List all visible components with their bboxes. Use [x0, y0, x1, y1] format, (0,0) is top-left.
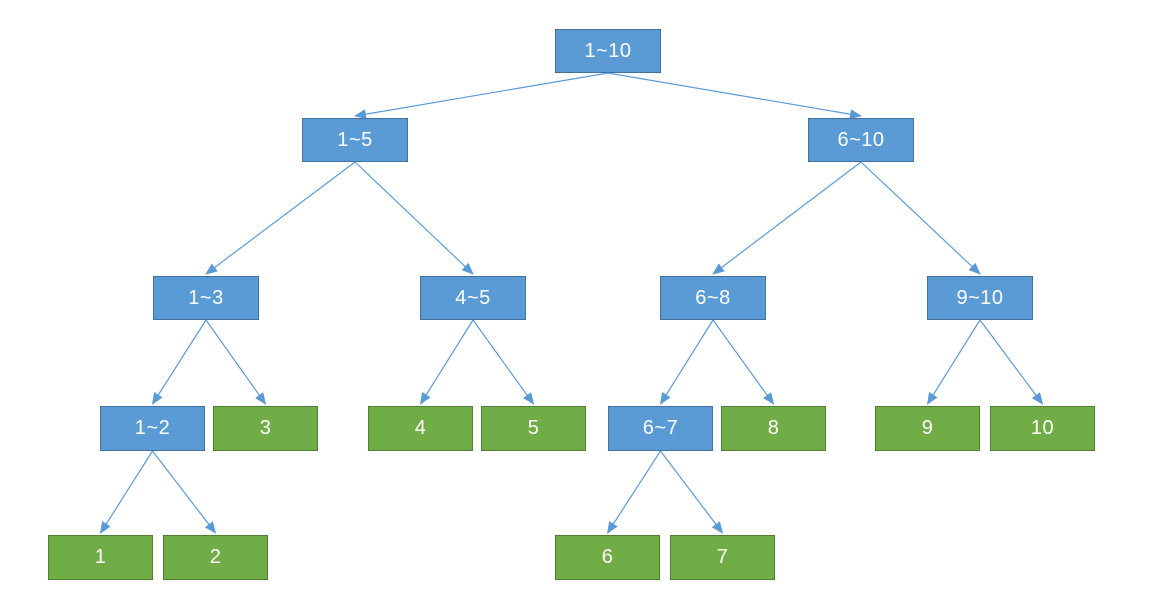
tree-node-label: 6: [601, 546, 614, 568]
tree-edge-n6-10-n9-10: [860, 161, 981, 275]
tree-node-label: 9: [921, 417, 934, 439]
tree-node-label: 4: [414, 417, 427, 439]
tree-node-n1: 1: [48, 535, 153, 580]
tree-node-n1-10: 1~10: [555, 29, 661, 73]
tree-edge-n1-5-n1-3: [205, 161, 356, 275]
tree-edge-n1-2-n2: [152, 450, 217, 534]
tree-node-n4: 4: [368, 406, 473, 451]
tree-node-label: 8: [767, 417, 780, 439]
tree-edge-n1-10-n1-5: [354, 72, 609, 120]
tree-edge-n4-5-n5: [472, 319, 535, 405]
tree-node-n6-7: 6~7: [608, 406, 713, 451]
tree-node-label: 4~5: [455, 286, 491, 309]
tree-node-label: 6~10: [837, 128, 885, 151]
tree-node-label: 1~3: [188, 286, 224, 309]
tree-edge-n1-3-n3: [205, 319, 267, 405]
tree-node-label: 1~2: [134, 417, 171, 439]
tree-node-n1-5: 1~5: [302, 118, 408, 162]
tree-node-label: 2: [209, 546, 222, 568]
tree-edge-n1-5-n4-5: [354, 161, 474, 275]
tree-edge-n9-10-n9: [926, 319, 981, 405]
tree-node-n6-8: 6~8: [660, 276, 766, 320]
tree-edge-n4-5-n4: [419, 319, 474, 405]
tree-node-n3: 3: [213, 406, 318, 451]
tree-node-n10: 10: [990, 406, 1095, 451]
tree-node-label: 6~7: [642, 417, 679, 439]
tree-node-n4-5: 4~5: [420, 276, 526, 320]
tree-node-n9: 9: [875, 406, 980, 451]
tree-node-label: 1~10: [584, 39, 632, 62]
tree-edge-n1-10-n6-10: [607, 72, 862, 120]
tree-edge-n6-8-n8: [712, 319, 775, 405]
tree-node-n8: 8: [721, 406, 826, 451]
tree-edge-n9-10-n10: [979, 319, 1044, 405]
tree-node-label: 3: [259, 417, 272, 439]
tree-edge-n6-7-n6: [606, 450, 662, 534]
tree-node-n7: 7: [670, 535, 775, 580]
tree-node-n9-10: 9~10: [927, 276, 1033, 320]
tree-node-n6-10: 6~10: [808, 118, 914, 162]
tree-node-label: 7: [716, 546, 729, 568]
tree-node-n6: 6: [555, 535, 660, 580]
tree-node-n5: 5: [481, 406, 586, 451]
tree-edge-n6-7-n7: [660, 450, 724, 534]
tree-node-n2: 2: [163, 535, 268, 580]
tree-node-label: 6~8: [695, 286, 731, 309]
tree-node-label: 10: [1030, 417, 1055, 439]
tree-node-label: 1: [94, 546, 107, 568]
tree-edge-n1-3-n1-2: [151, 319, 207, 405]
tree-edge-n6-10-n6-8: [712, 161, 862, 275]
tree-node-label: 9~10: [956, 286, 1004, 309]
tree-edge-n1-2-n1: [99, 450, 154, 534]
tree-node-n1-2: 1~2: [100, 406, 205, 451]
tree-node-label: 5: [527, 417, 540, 439]
tree-node-n1-3: 1~3: [153, 276, 259, 320]
tree-node-label: 1~5: [337, 128, 373, 151]
tree-edge-n6-8-n6-7: [659, 319, 714, 405]
